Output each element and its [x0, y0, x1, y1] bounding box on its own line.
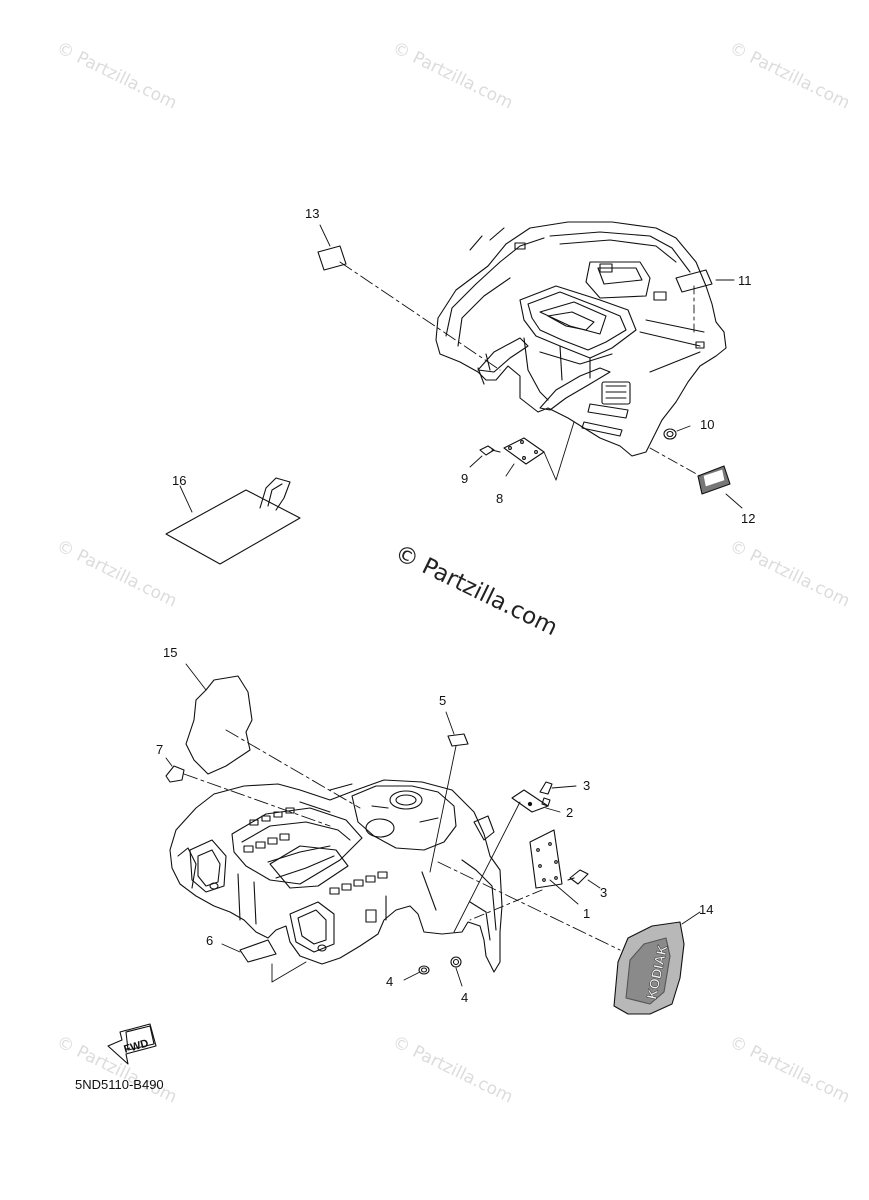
callout-8: 8	[496, 491, 504, 506]
plate-8	[503, 437, 545, 465]
callout-15: 15	[163, 645, 178, 660]
callout-4-right: 4	[461, 990, 469, 1005]
callout-5: 5	[439, 693, 447, 708]
front-fender	[169, 779, 503, 973]
callout-3-upper: 3	[583, 778, 591, 793]
callout-13: 13	[305, 206, 320, 221]
grommet-4-right	[450, 956, 462, 968]
callout-7: 7	[156, 742, 164, 757]
reflector-plate-12	[697, 465, 731, 495]
callout-10: 10	[700, 417, 715, 432]
grommet-7	[165, 765, 185, 783]
front-sheet-15	[185, 675, 253, 775]
callout-6: 6	[206, 933, 214, 948]
callout-1: 1	[583, 906, 591, 921]
plate-1	[529, 829, 563, 889]
callout-4-left: 4	[386, 974, 394, 989]
callout-3-lower: 3	[600, 885, 608, 900]
brand-decal-14: KODIAK	[613, 921, 685, 1015]
leader-lines	[165, 224, 743, 987]
screw-3-upper	[539, 781, 553, 807]
grommet-10	[663, 428, 677, 440]
headlight-right	[289, 901, 335, 953]
headlight-left	[189, 839, 227, 893]
callout-11: 11	[738, 273, 752, 288]
front-decal-6	[239, 939, 277, 963]
screw-3-lower	[567, 869, 589, 885]
front-decal-5	[447, 733, 469, 747]
callout-9: 9	[461, 471, 469, 486]
grommet-4-left	[418, 965, 430, 975]
rear-decal-13	[317, 245, 347, 271]
diagram-code: 5ND5110-B490	[75, 1077, 164, 1092]
callout-16: 16	[172, 473, 187, 488]
callout-2: 2	[566, 805, 574, 820]
vent-row	[243, 807, 388, 895]
rear-decal-11	[675, 269, 713, 293]
manual-sheet-16	[165, 477, 301, 565]
callout-14: 14	[699, 902, 714, 917]
fwd-arrow-icon: FWD	[107, 1023, 157, 1065]
screw-9	[479, 445, 501, 456]
rear-fender	[435, 221, 727, 457]
callout-12: 12	[741, 511, 756, 526]
